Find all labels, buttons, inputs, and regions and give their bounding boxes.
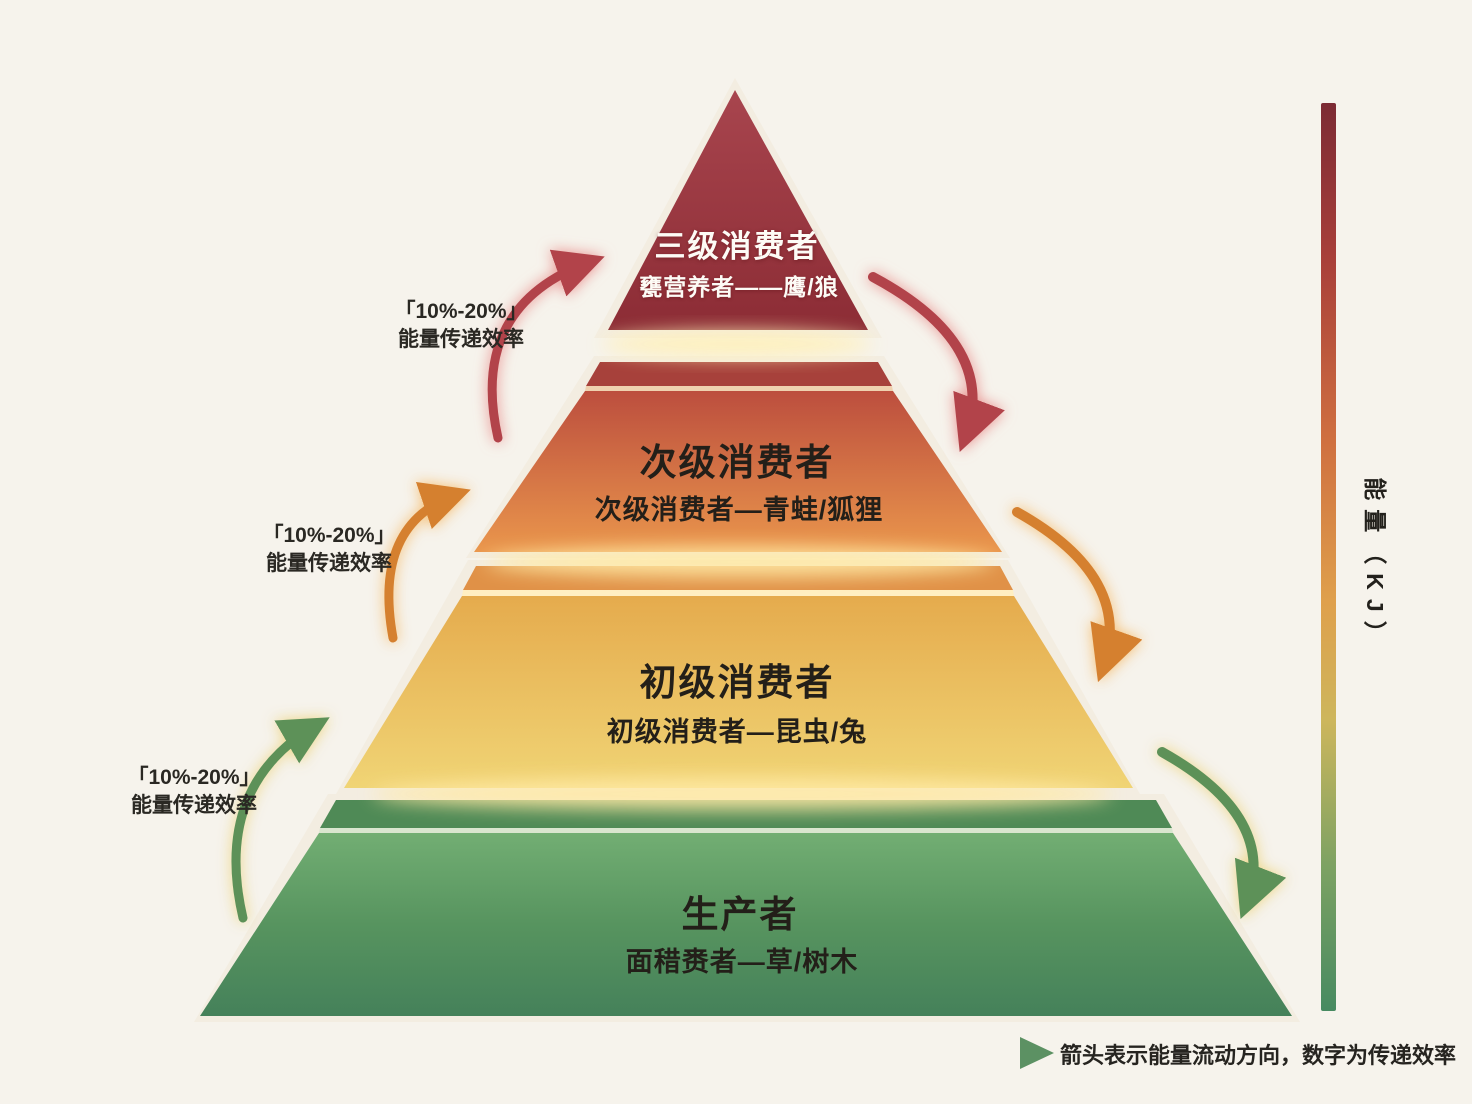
energy-axis-label: 能量（KJ） <box>1362 477 1388 653</box>
left-arrow-tier4-to-tier3 <box>231 717 330 923</box>
tier2-secondary-consumer-shape <box>474 391 1002 552</box>
tier3-separator-line <box>462 590 1014 596</box>
tier1-tertiary-consumer-shape <box>608 90 868 330</box>
energy-axis-bar <box>1321 103 1336 1011</box>
efficiency-label-bottom-line1: 「10%-20%」 <box>127 766 261 789</box>
efficiency-label-middle-line2: 能量传递效率 <box>266 552 392 575</box>
tier3-subtitle: 初级消费者—昆虫/兔 <box>606 717 868 747</box>
tier4-subtitle: 面稓赉者—草/树木 <box>625 947 859 977</box>
left-arrow-tier3-to-tier2 <box>384 482 471 643</box>
efficiency-label-middle-line1: 「10%-20%」 <box>262 524 396 547</box>
right-arrow-tier1-to-tier2 <box>868 272 1005 453</box>
tier2-subtitle: 次级消费者—青蛙/狐狸 <box>594 495 884 525</box>
efficiency-label-top-line1: 「10%-20%」 <box>394 300 528 323</box>
glow-tier2-tier3 <box>485 547 995 577</box>
right-arrow-tier3-to-tier4 <box>1157 747 1287 919</box>
efficiency-label-top-line2: 能量传递效率 <box>398 328 524 351</box>
tier4-separator-line <box>319 828 1173 833</box>
legend-text: 箭头表示能量流动方向，数字为传递效率 <box>1060 1043 1457 1068</box>
tier3-title: 初级消费者 <box>639 662 835 703</box>
tier1-title: 三级消费者 <box>654 229 820 264</box>
left-arrow-tier2-to-tier1 <box>487 249 605 443</box>
tier3-primary-consumer-shape <box>344 596 1133 788</box>
efficiency-label-top: 「10%-20%」 能量传递效率 <box>394 298 527 354</box>
efficiency-label-bottom-line2: 能量传递效率 <box>131 794 257 817</box>
tier1-subtitle: 甕营养者——鹰/狼 <box>639 274 839 300</box>
tier2-separator-line <box>585 386 893 391</box>
tier2-top-band <box>586 362 892 386</box>
tier4-title: 生产者 <box>681 894 799 935</box>
glow-tier1-tier2 <box>602 331 872 357</box>
tier2-title: 次级消费者 <box>639 442 835 483</box>
right-arrow-tier2-to-tier3 <box>1012 507 1143 683</box>
legend-arrow-head <box>1020 1037 1054 1069</box>
efficiency-label-bottom: 「10%-20%」 能量传递效率 <box>127 764 260 820</box>
efficiency-label-middle: 「10%-20%」 能量传递效率 <box>262 522 395 578</box>
glow-tier3-tier4 <box>372 778 1112 810</box>
tier4-producer-shape <box>200 833 1292 1016</box>
